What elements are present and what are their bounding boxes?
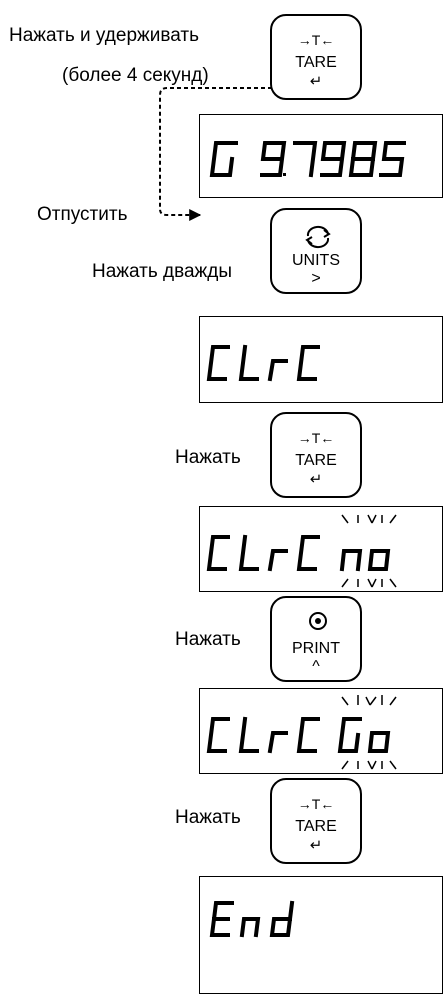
tare-arrows-icon: →T← — [297, 430, 335, 446]
hold-duration: (более 4 секунд) — [62, 65, 209, 86]
blink-marks — [341, 695, 397, 770]
display-end — [199, 876, 443, 994]
enter-icon: ↵ — [309, 471, 323, 488]
refresh-icon — [305, 226, 331, 248]
display-clrc-no — [199, 506, 443, 592]
print-key[interactable]: PRINT ^ — [270, 596, 362, 682]
tare-key-label: TARE — [295, 54, 337, 71]
tare-key-label: TARE — [295, 452, 337, 469]
display-calibration-value — [199, 114, 443, 198]
tare-arrows-icon: →T← — [297, 32, 335, 48]
chevron-right-icon: > — [311, 270, 321, 287]
lcd-end — [209, 900, 295, 938]
lcd-clrc-go — [206, 695, 397, 770]
enter-icon: ↵ — [309, 73, 323, 90]
units-key-label: UNITS — [292, 252, 340, 269]
press-instruction-3: Нажать — [175, 807, 241, 828]
print-target-icon — [309, 612, 327, 630]
display-clrc-go — [199, 688, 443, 774]
press-instruction-2: Нажать — [175, 629, 241, 650]
blink-marks — [341, 514, 397, 588]
lcd-clrc-no — [206, 514, 397, 588]
tare-key[interactable]: →T← TARE ↵ — [270, 778, 362, 864]
lcd-g-9-7985 — [209, 141, 406, 178]
hold-instruction: Нажать и удерживать — [9, 25, 199, 46]
tare-key-label: TARE — [295, 818, 337, 835]
tare-key[interactable]: →T← TARE ↵ — [270, 14, 362, 100]
print-key-label: PRINT — [292, 640, 340, 657]
lcd-clrc — [206, 344, 320, 382]
tare-key[interactable]: →T← TARE ↵ — [270, 412, 362, 498]
enter-icon: ↵ — [309, 837, 323, 854]
display-clrc — [199, 316, 443, 403]
press-instruction-1: Нажать — [175, 447, 241, 468]
press-twice-instruction: Нажать дважды — [92, 261, 233, 282]
chevron-up-icon: ^ — [312, 658, 320, 675]
tare-arrows-icon: →T← — [297, 796, 335, 812]
release-instruction: Отпустить — [37, 204, 128, 225]
units-key[interactable]: UNITS > — [270, 208, 362, 294]
